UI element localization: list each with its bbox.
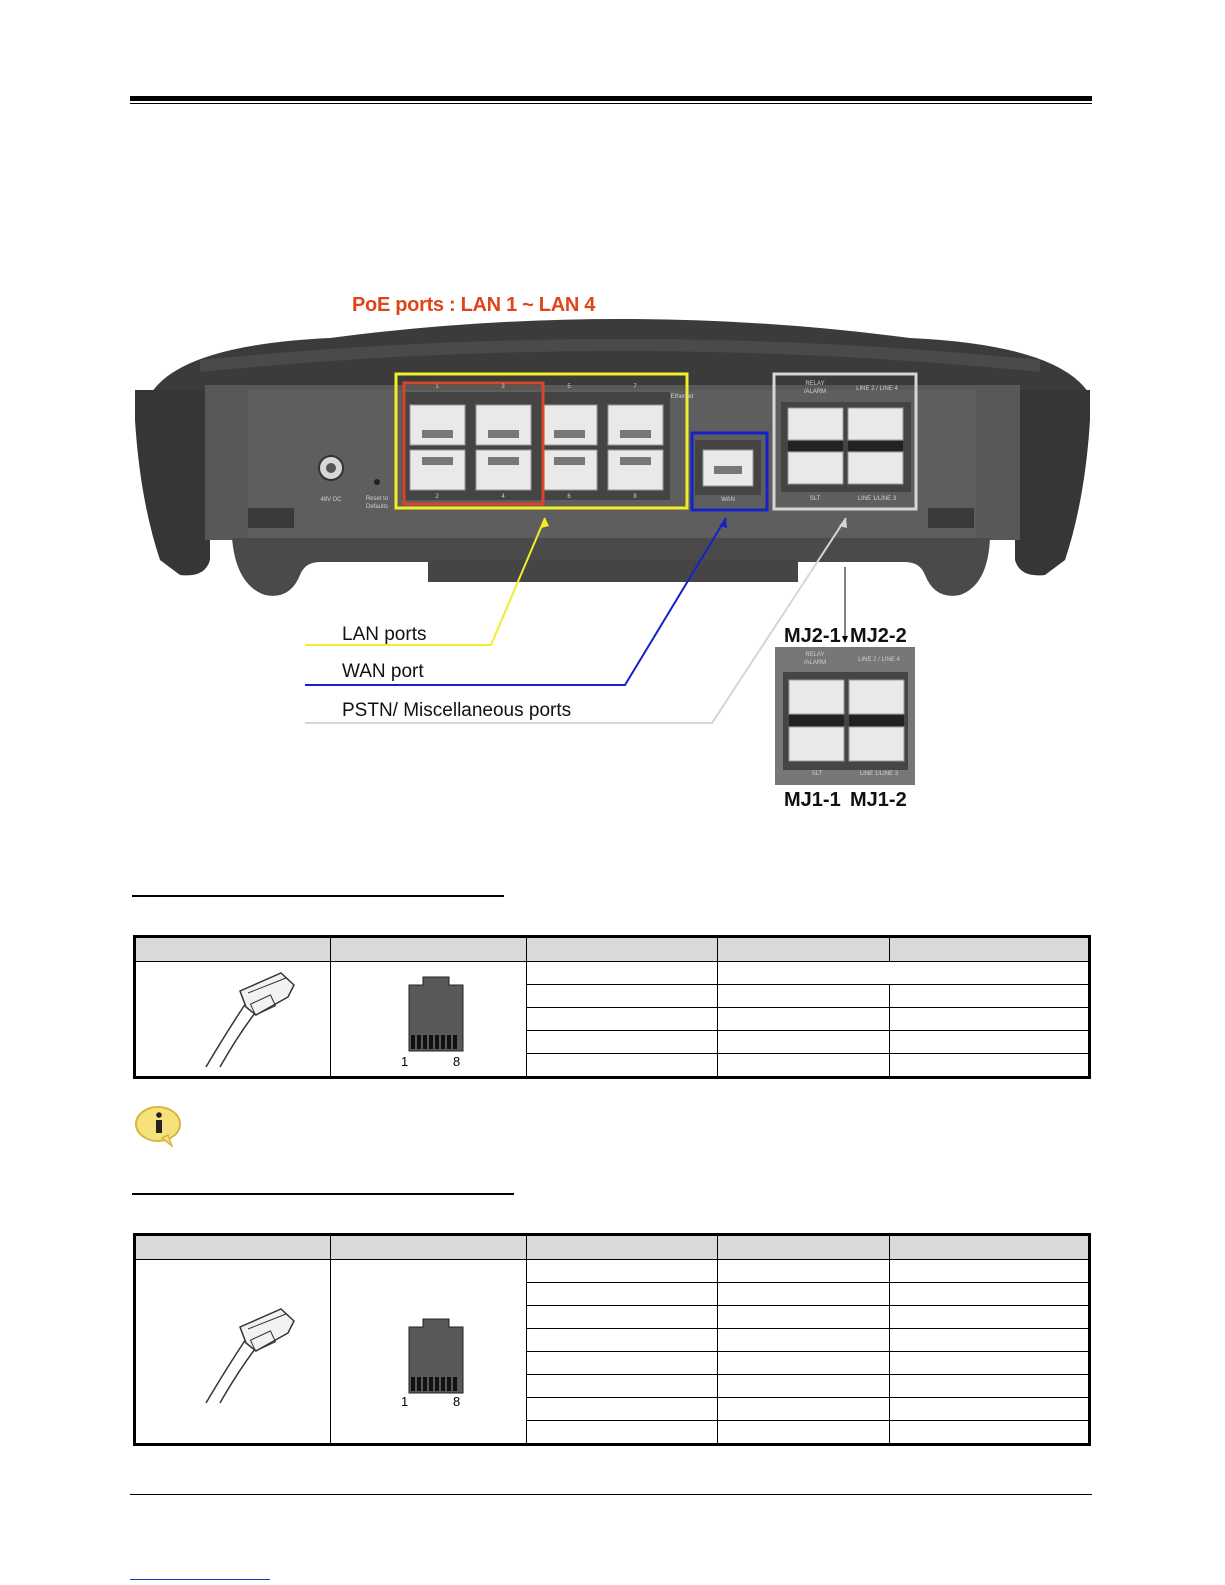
lan-port-label-2: 2 <box>435 494 439 500</box>
relay-label: RELAY /ALARM <box>803 381 827 395</box>
mj2-1-label: MJ2-1 <box>784 625 841 647</box>
line24-label: LINE 2 / LINE 4 <box>856 386 898 392</box>
wan-highlight-box <box>690 431 769 512</box>
rj-plug-illustration <box>205 972 295 1068</box>
table-header-row <box>134 1234 1090 1260</box>
power-label: 48V DC <box>320 497 342 503</box>
pin-end-label: 8 <box>453 1394 461 1409</box>
table-row <box>135 984 1090 1008</box>
lan-port-label-4: 4 <box>501 494 505 500</box>
lan-port-label-1: 1 <box>435 384 439 390</box>
lan-port-label-5: 5 <box>567 384 571 390</box>
wan-port-callout: WAN port <box>342 661 424 682</box>
pstn-ports-callout: PSTN/ Miscellaneous ports <box>342 700 572 721</box>
line13-label: LINE 1/LINE 3 <box>857 496 897 502</box>
mj1-2-label: MJ1-2 <box>850 789 907 811</box>
pstn-callout-line <box>305 517 847 724</box>
rj-plug-illustration <box>205 1307 295 1403</box>
footer-link-underline <box>130 1579 270 1580</box>
jack-image-cell: 1 8 <box>330 961 527 1078</box>
pinout-table-2: 1 8 <box>133 1233 1091 1446</box>
device-left-wing <box>135 390 210 576</box>
lan-jacks <box>409 404 664 491</box>
mj1-1-label: MJ1-1 <box>784 789 841 811</box>
device-right-wing <box>1015 390 1090 576</box>
device-base <box>232 538 990 596</box>
table-row <box>135 1305 1090 1329</box>
table-header-row <box>134 936 1090 962</box>
table-row <box>135 1282 1090 1306</box>
lan-highlight-box <box>394 372 689 510</box>
poe-ports-title: PoE ports : LAN 1 ~ LAN 4 <box>352 294 596 316</box>
lan-port-label-3: 3 <box>501 384 505 390</box>
ethernet-label: Ethernet <box>670 394 694 400</box>
zoom-relay-label: RELAY /ALARM <box>803 652 827 666</box>
lan-port-label-8: 8 <box>633 494 637 500</box>
info-icon <box>135 1106 181 1147</box>
zoom-line24-label: LINE 2 / LINE 4 <box>858 657 900 663</box>
table-row: 1 8 <box>134 1259 1090 1445</box>
mj2-2-label: MJ2-2 <box>850 625 907 647</box>
table-row: 1 8 <box>134 961 1090 1078</box>
slt-label: SLT <box>809 496 821 502</box>
wan-label: WAN <box>721 497 735 503</box>
reset-button <box>374 479 380 485</box>
lan-ports-callout: LAN ports <box>342 624 427 645</box>
wan-callout-line <box>305 517 727 686</box>
zoom-line13-label: LINE 1/LINE 3 <box>859 771 899 777</box>
footer-rule <box>130 1494 1092 1495</box>
pin-end-label: 8 <box>453 1054 461 1069</box>
device-rear-figure <box>135 319 1090 785</box>
section-2-underline <box>132 1193 514 1195</box>
pin-start-label: 1 <box>401 1054 409 1069</box>
table-row <box>135 1030 1090 1054</box>
section-1-underline <box>132 895 504 897</box>
pinout-table-1: 1 8 <box>133 935 1091 1079</box>
header-rule-thin <box>130 103 1092 104</box>
table-row <box>135 1007 1090 1031</box>
reset-label: Reset to Defaults <box>365 496 389 510</box>
table-row <box>135 1053 1090 1078</box>
lan-port-label-6: 6 <box>567 494 571 500</box>
table-row <box>135 1374 1090 1398</box>
cable-image-cell <box>134 961 331 1078</box>
lan-callout-line <box>305 517 546 646</box>
poe-highlight-box <box>402 381 545 506</box>
rj-jack-illustration <box>408 1318 464 1393</box>
pin-start-label: 1 <box>401 1394 409 1409</box>
cable-image-cell <box>134 1259 331 1445</box>
zoom-slt-label: SLT <box>811 771 823 777</box>
header-rule <box>130 96 1092 101</box>
rj-jack-illustration <box>408 976 464 1052</box>
pstn-highlight-box <box>772 372 918 511</box>
table-row <box>135 1420 1090 1445</box>
lan-port-label-7: 7 <box>633 384 637 390</box>
jack-image-cell: 1 8 <box>330 1259 527 1445</box>
